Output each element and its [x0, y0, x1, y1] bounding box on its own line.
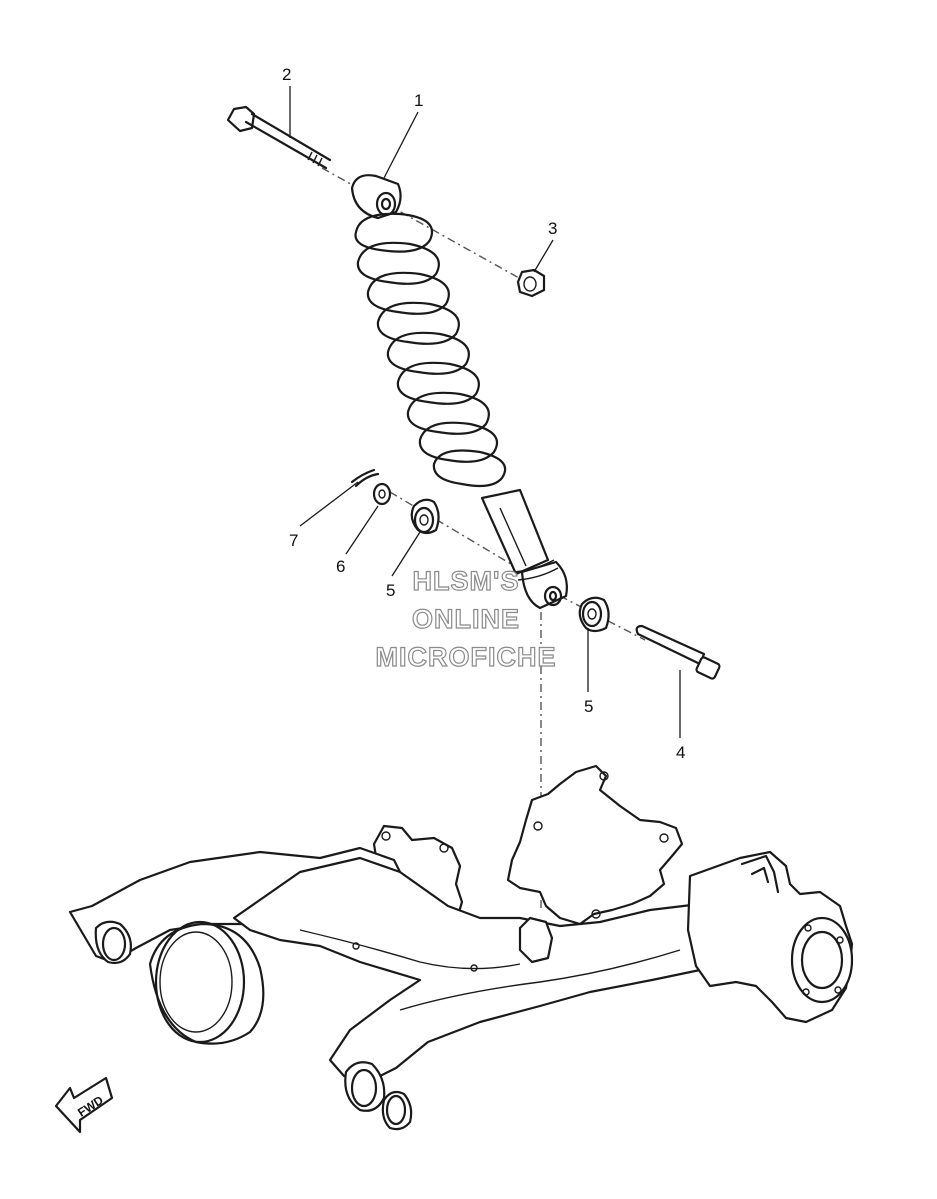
fwd-arrow: FWD	[54, 1076, 114, 1134]
clip-part-7	[350, 468, 380, 488]
nut-part-3	[516, 268, 546, 298]
callout-1: 1	[414, 91, 423, 110]
pin-part-4	[635, 624, 721, 680]
bushing-part-5-right	[578, 596, 610, 633]
callout-7: 7	[289, 531, 298, 550]
shock-absorber-part-1	[350, 174, 568, 610]
watermark-line-1: HLSM'S	[413, 566, 520, 596]
callout-labels: 2 1 3 7 6 5 5 4	[282, 65, 685, 762]
swing-arm-assembly	[68, 764, 854, 1131]
leader-lines	[289, 86, 681, 738]
bushing-part-5-left	[410, 498, 440, 535]
spring-coils	[354, 212, 507, 488]
callout-3: 3	[548, 219, 557, 238]
washer-part-6	[372, 482, 392, 506]
callout-6: 6	[336, 557, 345, 576]
callout-5-left: 5	[386, 581, 395, 600]
callout-5-right: 5	[584, 697, 593, 716]
bolt-part-2	[226, 105, 332, 170]
watermark: HLSM'S ONLINE MICROFICHE	[375, 565, 557, 672]
callout-4: 4	[676, 743, 685, 762]
watermark-line-2: ONLINE	[412, 604, 520, 634]
watermark-line-3: MICROFICHE	[376, 642, 557, 672]
callout-2: 2	[282, 65, 291, 84]
